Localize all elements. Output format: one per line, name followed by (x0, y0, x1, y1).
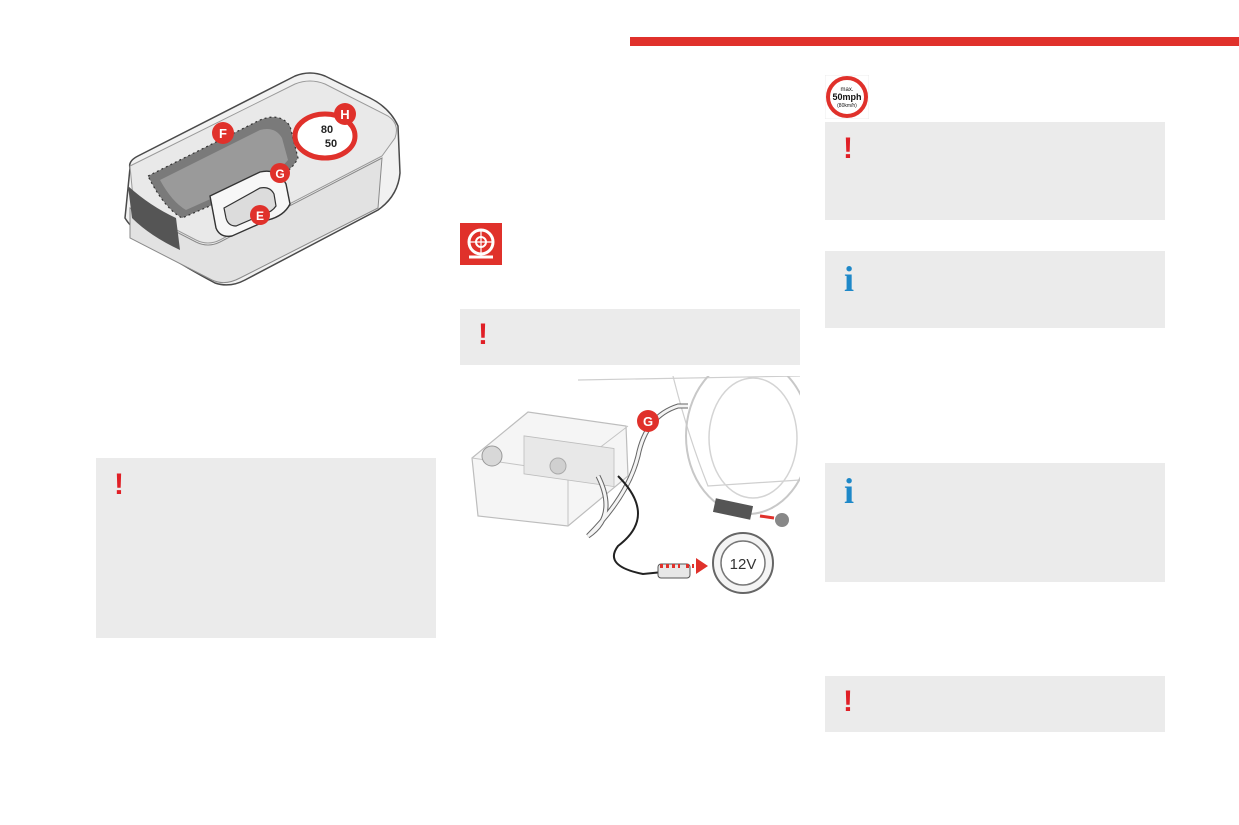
info-icon: i (844, 259, 855, 299)
speed-limit-sign: max. 50mph (80km/h) (825, 75, 869, 119)
speed-sign-line2: 50mph (832, 92, 861, 102)
repair-kit-illustration: 80 50 F H G E (124, 72, 401, 286)
callout-f: F (219, 126, 227, 141)
speed-sign-line3: (80km/h) (837, 103, 857, 109)
speed-sign-line1: max. (840, 87, 853, 93)
warning-icon: ! (114, 468, 124, 501)
compressor-connection-illustration: 12V G (471, 376, 800, 594)
warning-icon: ! (843, 132, 853, 165)
callout-g: G (643, 414, 653, 429)
callout-h: H (340, 107, 349, 122)
tyre-repair-icon (460, 223, 502, 265)
warning-icon: ! (843, 685, 853, 718)
socket-label: 12V (730, 556, 757, 573)
warning-note-box: ! (460, 309, 800, 365)
info-icon: i (844, 471, 855, 511)
speed-high-label: 80 (321, 124, 333, 136)
section-header-bar (630, 37, 1239, 46)
warning-icon: ! (478, 318, 488, 351)
callout-e: E (256, 209, 264, 223)
warning-note-box: ! (96, 458, 436, 638)
info-note-box: i (825, 251, 1165, 328)
warning-note-box: ! (825, 676, 1165, 732)
callout-g: G (275, 167, 284, 181)
speed-low-label: 50 (325, 138, 337, 150)
info-note-box: i (825, 463, 1165, 582)
warning-note-box: ! (825, 122, 1165, 220)
